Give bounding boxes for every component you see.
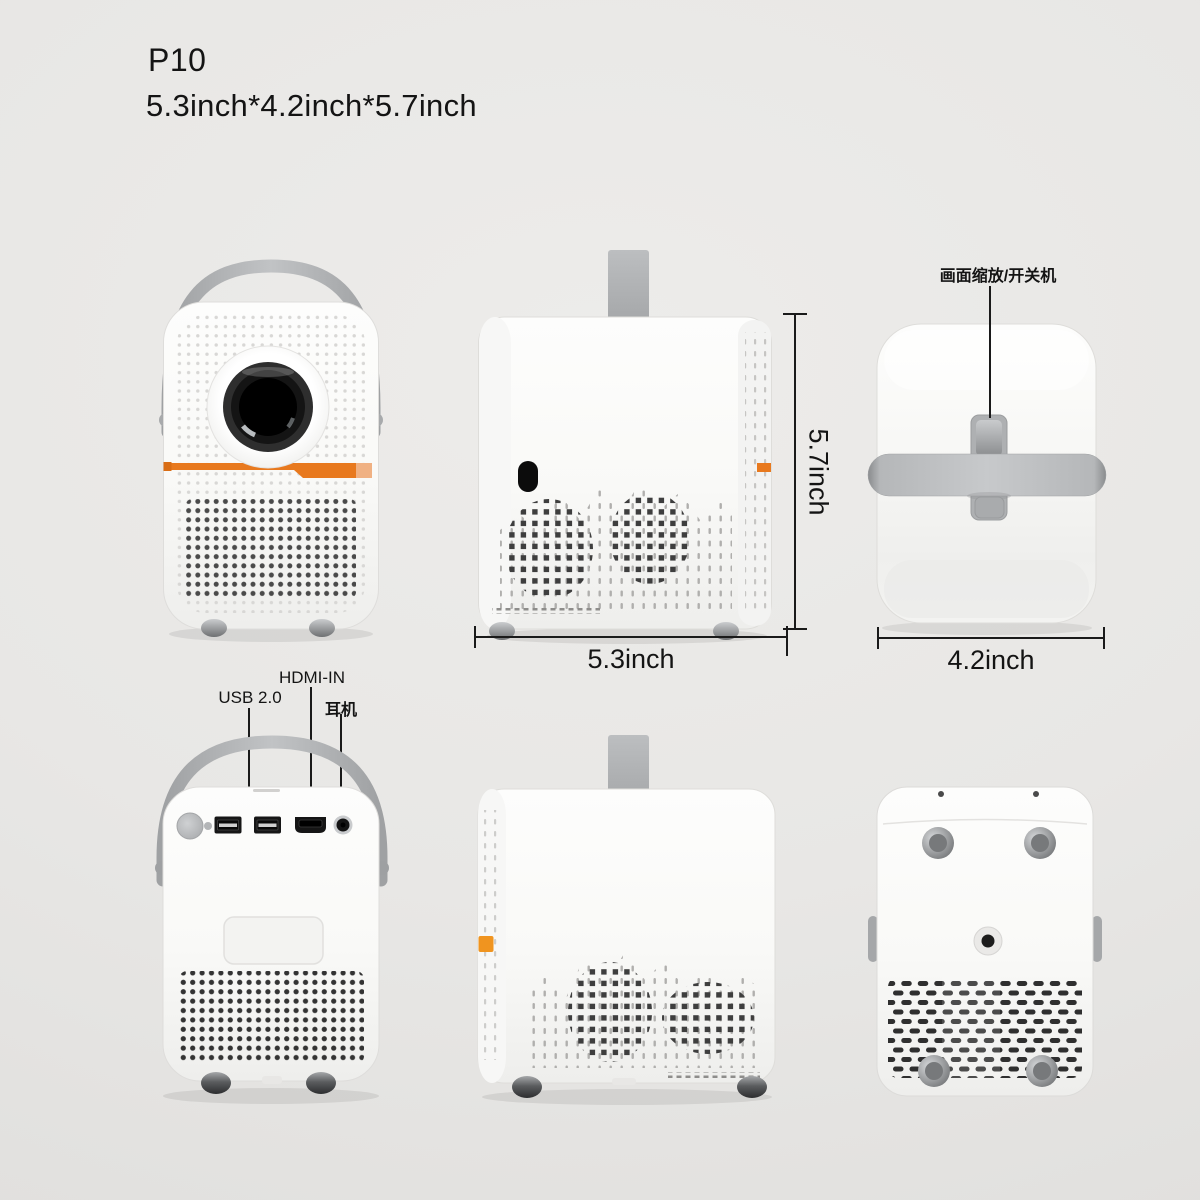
bottom-vent-row-b xyxy=(668,1072,760,1078)
usb-port-1 xyxy=(214,816,242,834)
zoom-power-callout: 画面缩放/开关机 xyxy=(939,268,1057,285)
side-view-right xyxy=(477,735,776,1105)
side-b-feet xyxy=(512,1076,767,1098)
accent-stripe xyxy=(163,462,372,478)
height-dim-cap-bottom xyxy=(783,628,807,630)
accent-mark-side-b xyxy=(478,936,494,952)
side-b-shadow xyxy=(482,1089,772,1105)
grille-highlight xyxy=(942,977,1000,1078)
width-dim-tick-right xyxy=(786,626,788,656)
width-dimension-line xyxy=(475,636,787,638)
depth-dim-tick-right xyxy=(1103,627,1105,649)
top-seam-mark xyxy=(253,789,280,792)
headphone-callout: 耳机 xyxy=(324,702,358,719)
vent-cluster-center xyxy=(568,962,652,1062)
indicator-dot xyxy=(204,822,212,830)
handle-band-top xyxy=(867,453,1107,497)
usb-leader-line xyxy=(248,708,250,798)
vent-cluster-right xyxy=(610,492,690,584)
depth-dim-tick-left xyxy=(877,627,879,649)
front-view xyxy=(159,259,383,642)
top-view xyxy=(867,323,1107,635)
power-knob xyxy=(176,812,204,840)
bottom-seam xyxy=(882,818,1088,825)
hdmi-port xyxy=(295,817,326,833)
product-size-subtitle: 5.3inch*4.2inch*5.7inch xyxy=(146,88,477,123)
rear-vent-strip xyxy=(745,332,767,614)
depth-dimension-line xyxy=(878,637,1105,639)
bottom-feet-top xyxy=(922,827,1056,859)
button-lower-tab xyxy=(974,496,1005,519)
screw-right xyxy=(1033,791,1039,797)
vent-cluster-far xyxy=(662,982,754,1054)
side-feet xyxy=(489,622,739,640)
front-feet xyxy=(201,619,335,637)
tripod-mount xyxy=(973,926,1003,956)
rear-view xyxy=(155,735,389,1104)
zoom-power-leader-line xyxy=(989,286,991,418)
width-dimension-label: 5.3inch xyxy=(587,644,675,674)
depth-dimension-label: 4.2inch xyxy=(947,645,1035,675)
bottom-view xyxy=(868,786,1102,1097)
bottom-feet-bottom xyxy=(918,1055,1058,1087)
rear-shadow xyxy=(163,1088,379,1104)
top-shadow xyxy=(882,621,1092,635)
speaker-grille-rear xyxy=(179,971,364,1064)
rear-feet xyxy=(201,1072,336,1094)
width-dim-tick-left xyxy=(474,626,476,648)
projector-lens xyxy=(206,345,330,469)
side-view-left xyxy=(478,250,772,644)
top-highlight xyxy=(884,330,1089,390)
battery-panel xyxy=(223,916,324,965)
hdmi-callout: HDMI-IN xyxy=(278,668,346,687)
ir-window xyxy=(518,461,538,492)
handle-end-left xyxy=(868,916,878,962)
usb-callout: USB 2.0 xyxy=(218,688,282,707)
bottom-vent-row xyxy=(492,608,600,614)
height-dimension-label: 5.7inch xyxy=(803,428,834,516)
product-model-title: P10 xyxy=(148,42,207,78)
headphone-jack xyxy=(333,815,353,835)
handle-end-right xyxy=(1092,916,1102,962)
vent-strip-b xyxy=(483,810,497,1060)
accent-mark-side xyxy=(757,463,771,472)
bottom-vent-grille xyxy=(888,977,1082,1078)
top-lower-shade xyxy=(884,560,1089,618)
height-dimension-line xyxy=(794,314,796,630)
screw-left xyxy=(938,791,944,797)
vent-cluster-left xyxy=(505,499,593,599)
port-row xyxy=(176,812,353,840)
height-dim-cap-top xyxy=(783,313,807,315)
usb-port-2 xyxy=(254,816,281,834)
speaker-grille-front xyxy=(186,499,356,598)
